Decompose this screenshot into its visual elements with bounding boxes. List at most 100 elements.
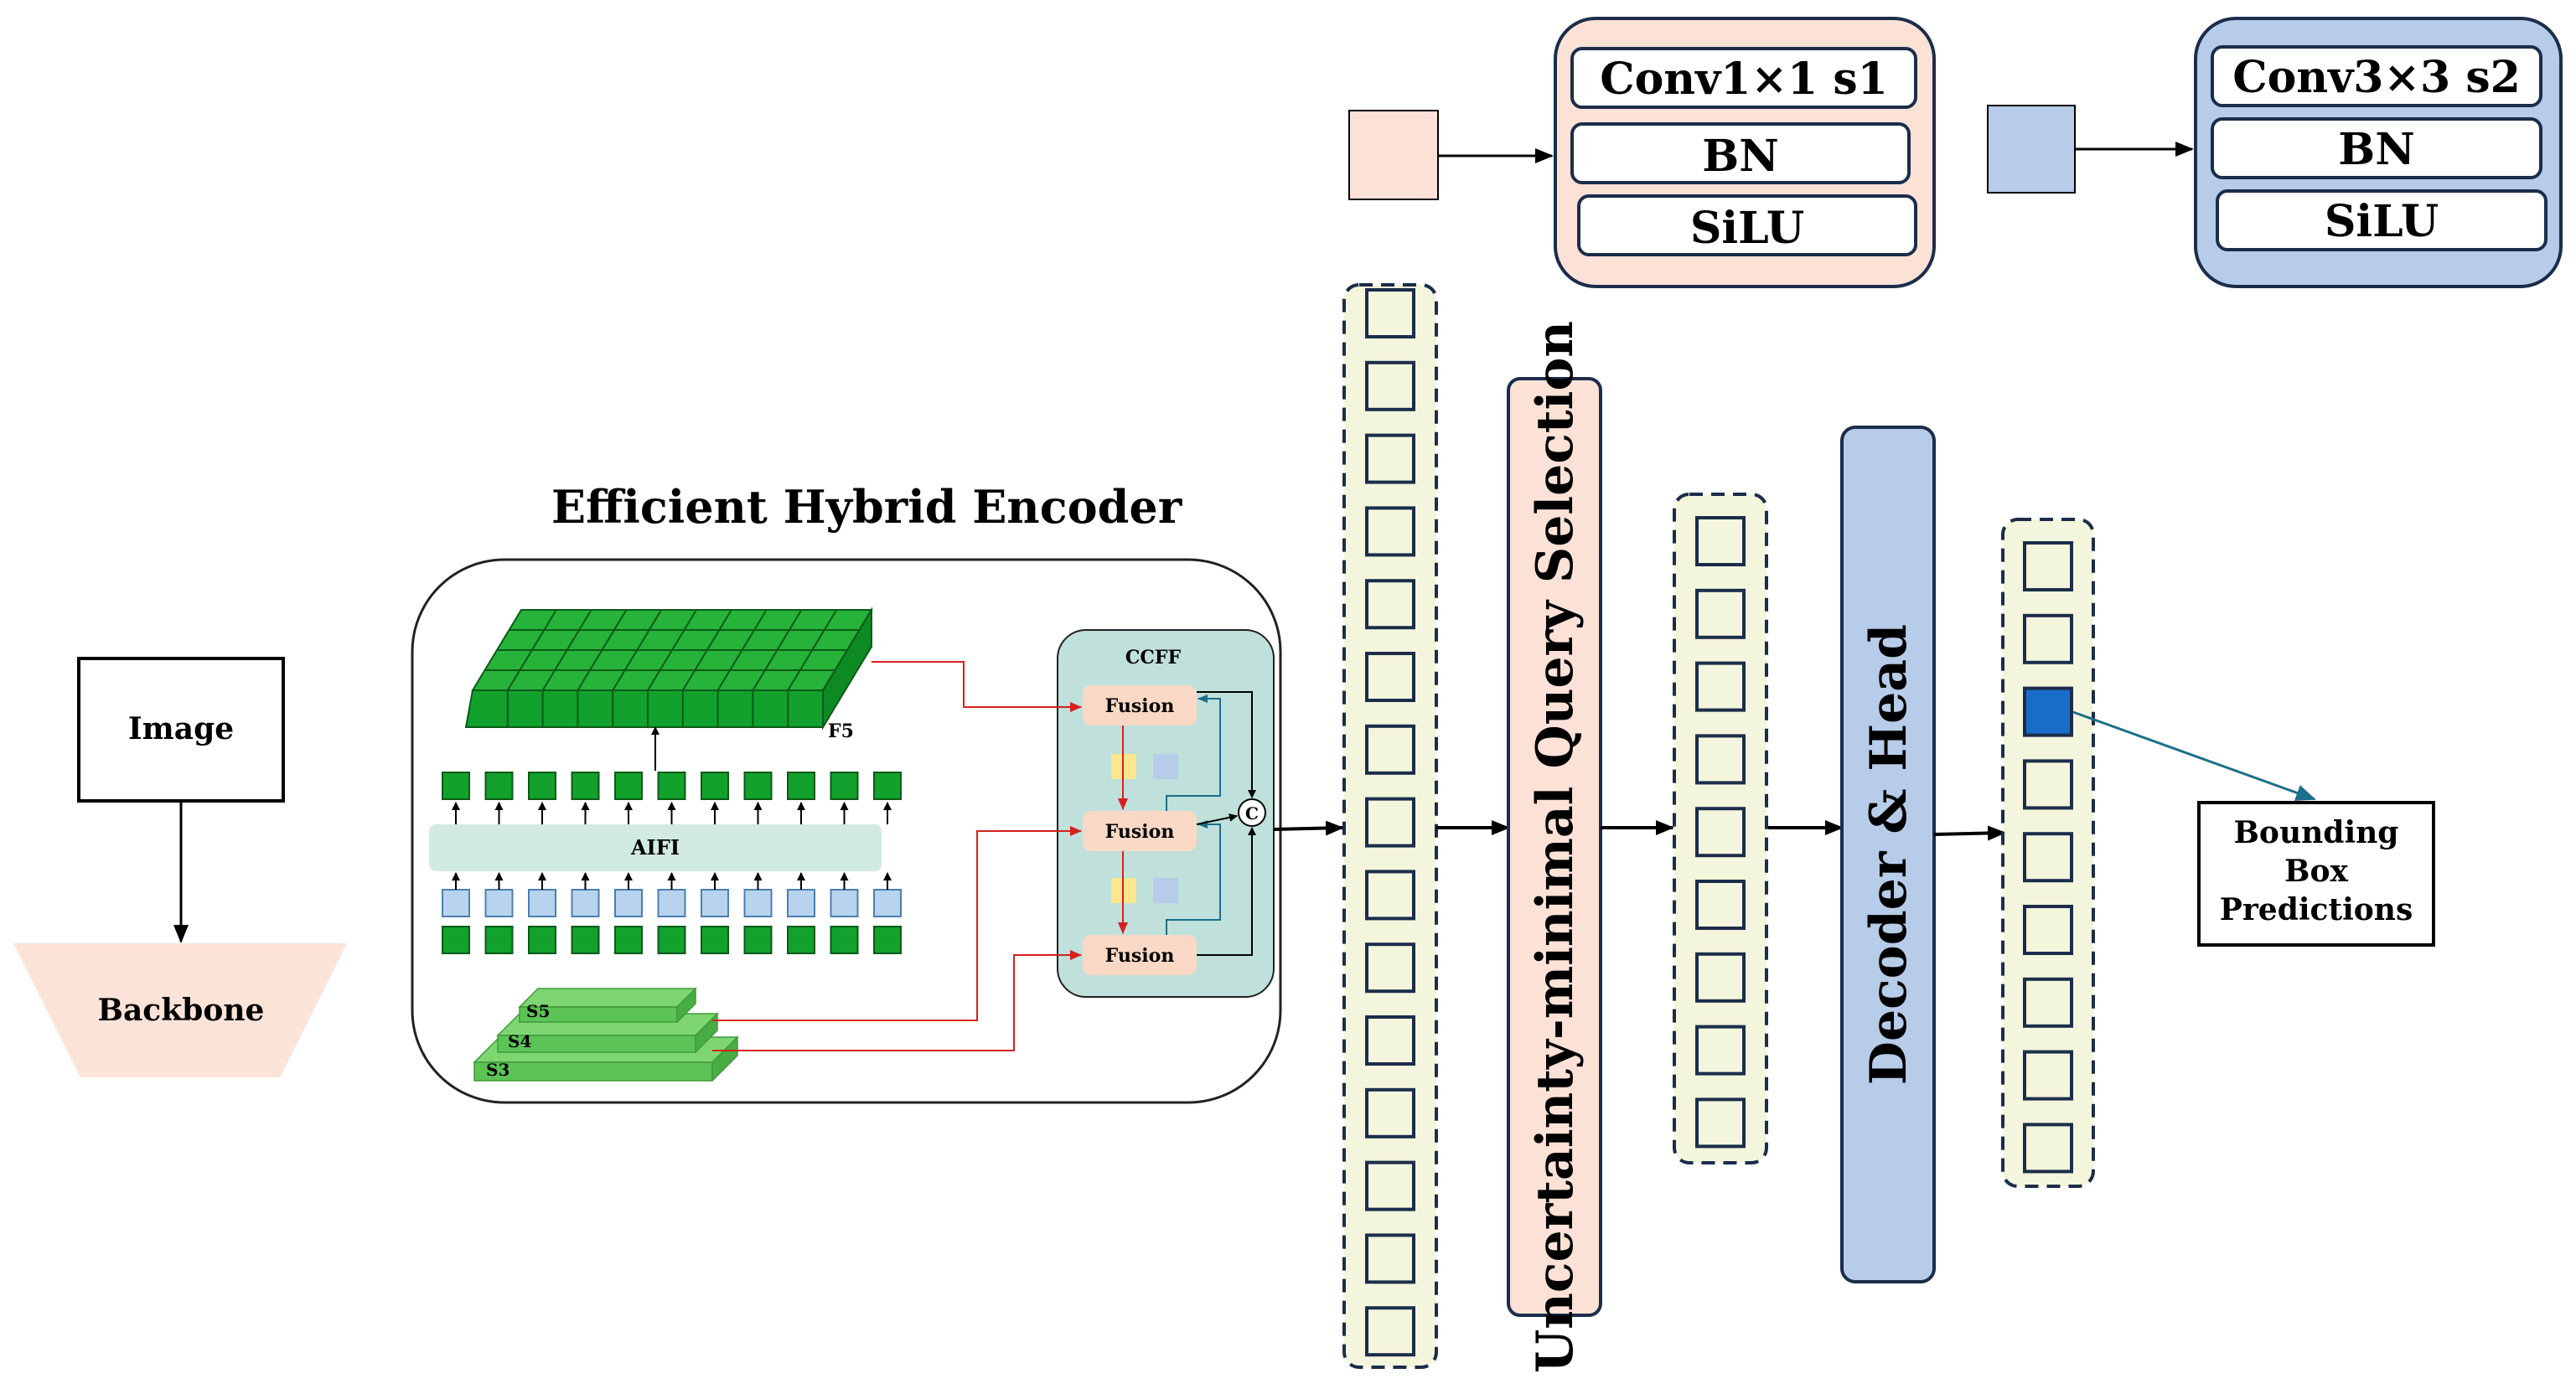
conv3-line-2: BN xyxy=(2338,124,2414,175)
image-node: Image xyxy=(77,657,285,803)
fusion3-to-fusion2-loop xyxy=(1166,820,1221,935)
conv1-line-3: SiLU xyxy=(1690,203,1804,254)
query-cell xyxy=(1365,360,1415,411)
query-cell xyxy=(1695,807,1746,858)
flattened-token xyxy=(701,926,729,954)
query-cell xyxy=(1365,724,1415,775)
s3-layer-front xyxy=(473,1061,713,1082)
query-cell xyxy=(1695,1025,1746,1076)
aifi-input-token xyxy=(442,889,470,917)
selected-query-cell xyxy=(2023,686,2073,737)
aifi-output-token xyxy=(484,772,514,800)
conv3-line-3: SiLU xyxy=(2325,196,2439,247)
aifi-output-token xyxy=(830,772,859,800)
flattened-token xyxy=(787,926,815,954)
query-selection-label: Uncertainty-minimal Query Selection xyxy=(1526,321,1585,1373)
f5-feature-map xyxy=(464,607,873,731)
aifi-block xyxy=(429,824,882,871)
conv3-legend-swatch xyxy=(1987,105,2076,194)
output-query-column xyxy=(2001,518,2095,1188)
multiscale-feature-pyramid xyxy=(473,987,739,1082)
aifi-output-token xyxy=(528,772,556,800)
s5-label: S5 xyxy=(526,1001,550,1021)
conv1-line-1: Conv1×1 s1 xyxy=(1600,54,1888,105)
s5-layer-side xyxy=(676,987,696,1024)
downsample-square-1 xyxy=(1153,754,1178,779)
concat-node xyxy=(1238,798,1266,827)
conv3x3-block: Conv3×3 s2 BN SiLU xyxy=(2194,17,2563,288)
backbone-node: Backbone xyxy=(13,943,347,1077)
query-cell xyxy=(1695,1097,1746,1149)
flattened-token xyxy=(571,926,600,954)
aifi-input-token xyxy=(873,889,902,917)
query-cell xyxy=(2023,905,2073,955)
predictions-line-3: Predictions xyxy=(2220,892,2413,927)
aifi-input-tokens xyxy=(442,872,902,917)
query-cell xyxy=(1695,661,1746,712)
query-cell xyxy=(1365,1233,1415,1284)
query-cell xyxy=(1365,1087,1415,1139)
query-cell xyxy=(1365,579,1415,630)
s4-label: S4 xyxy=(508,1031,531,1051)
flattened-token xyxy=(657,926,686,954)
query-cell xyxy=(2023,832,2073,883)
query-cell xyxy=(1365,942,1415,994)
concat-symbol: C xyxy=(1245,803,1259,824)
flattened-feature-tokens xyxy=(442,926,902,954)
query-cell xyxy=(1365,870,1415,921)
f5-label: F5 xyxy=(828,720,854,742)
f5-to-fusion1-arrow xyxy=(872,661,1082,712)
aifi-input-token xyxy=(614,889,643,917)
query-cell xyxy=(2023,1123,2073,1174)
f5-side-face xyxy=(822,607,872,731)
selected-query-column xyxy=(1673,493,1768,1164)
aifi-output-tokens xyxy=(442,772,902,824)
fusion-block-3: Fusion xyxy=(1083,935,1197,975)
query-cell xyxy=(1695,880,1746,930)
bounding-box-predictions: Bounding Box Predictions xyxy=(2197,801,2435,947)
aifi-input-token xyxy=(657,889,686,917)
conv1-line-2: BN xyxy=(1702,131,1778,182)
f5-front-face xyxy=(464,689,824,728)
s3-layer-side xyxy=(711,1035,738,1082)
flattened-token xyxy=(528,926,556,954)
s4-to-fusion3-arrow xyxy=(712,950,1082,1051)
aifi-label: AIFI xyxy=(630,835,680,860)
predictions-line-2: Box xyxy=(2284,854,2348,889)
predictions-line-1: Bounding xyxy=(2234,815,2399,850)
fusion-block-2: Fusion xyxy=(1083,811,1197,851)
fusion3-to-concat xyxy=(1197,827,1256,956)
query-cell xyxy=(1365,506,1415,557)
backbone-label: Backbone xyxy=(98,993,265,1028)
downsample-square-2 xyxy=(1153,878,1178,903)
query-cell xyxy=(1695,952,1746,1003)
aifi-output-token xyxy=(743,772,773,800)
query-cell xyxy=(1695,734,1746,785)
aifi-input-token xyxy=(528,889,556,917)
flattened-token xyxy=(484,926,514,954)
aifi-output-token xyxy=(873,772,902,800)
query-cell xyxy=(2023,541,2073,591)
fusion2-to-fusion1-loop xyxy=(1166,694,1221,811)
s4-layer-side xyxy=(695,1012,718,1054)
aifi-input-token xyxy=(743,889,773,917)
s5-to-fusion2-arrow xyxy=(712,826,1082,1021)
query-cell xyxy=(1695,516,1746,566)
query-cell xyxy=(2023,613,2073,664)
fusion2-to-concat xyxy=(1196,813,1238,825)
aifi-output-token xyxy=(442,772,470,800)
aifi-output-token xyxy=(701,772,729,800)
decoder-head-label: Decoder & Head xyxy=(1860,624,1918,1085)
fusion-label-1: Fusion xyxy=(1105,695,1175,717)
flattened-token xyxy=(743,926,773,954)
aifi-input-token xyxy=(701,889,729,917)
query-to-prediction-arrow xyxy=(2072,710,2316,801)
query-cell xyxy=(2023,1050,2073,1101)
flattened-token xyxy=(614,926,643,954)
encoder-to-query-column-arrow xyxy=(1273,820,1344,836)
query-cell xyxy=(1365,1015,1415,1066)
query-cell xyxy=(1365,1160,1415,1211)
fusion1-to-concat xyxy=(1197,691,1256,798)
query-cell xyxy=(1365,433,1415,484)
